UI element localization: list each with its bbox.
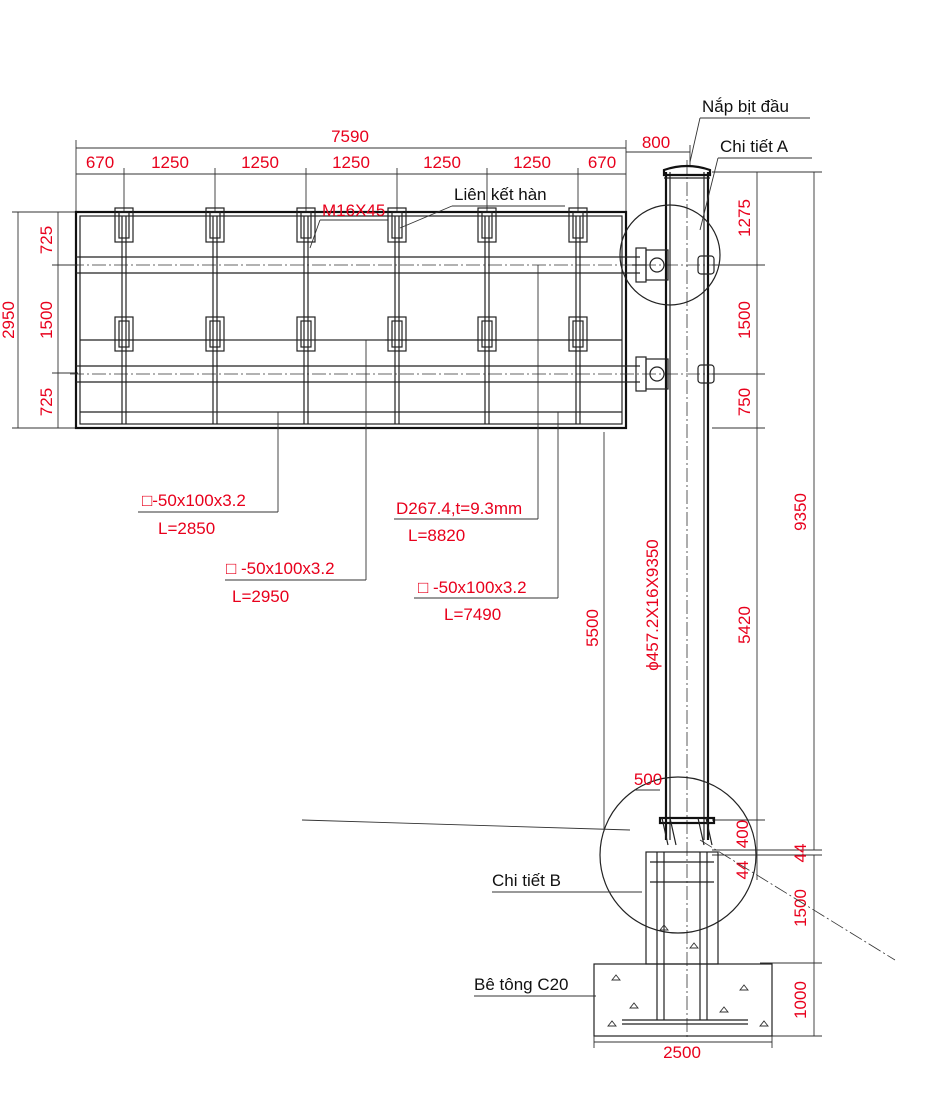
bracket-connections [632,247,715,392]
dim-right-750: 750 [735,388,754,416]
dim-seg-2: 1250 [151,153,189,172]
callout-leaders [138,117,812,997]
dim-overall-width: 7590 [331,127,369,146]
member-3-section: D267.4,t=9.3mm [396,499,522,518]
dim-pole-total: 9350 [791,493,810,531]
member-3-length: L=8820 [408,526,465,545]
dim-left-seg-1: 725 [37,226,56,254]
label-concrete: Bê tông C20 [474,975,569,994]
dim-left-seg-2: 1500 [37,301,56,339]
member-4-length: L=7490 [444,605,501,624]
dim-left-seg-3: 725 [37,388,56,416]
member-2-section: □ -50x100x3.2 [226,559,335,578]
top-dimension-lines [75,140,691,212]
dim-right-1500: 1500 [735,301,754,339]
member-4-section: □ -50x100x3.2 [418,578,527,597]
sign-frame [70,207,760,430]
pole-spec: ϕ457.2X16X9350 [643,539,662,670]
dim-seg-7: 670 [588,153,616,172]
label-weld: Liên kết hàn [454,185,547,204]
dim-seg-3: 1250 [241,153,279,172]
member-1-length: L=2850 [158,519,215,538]
dim-gap-b: 44 [733,861,752,880]
dim-gap-a: 44 [791,844,810,863]
member-1-section: □-50x100x3.2 [142,491,246,510]
detail-a-circle [619,204,721,306]
left-dimension-lines [12,211,78,429]
dim-overall-height: 2950 [0,301,18,339]
dim-pole-mid: 5420 [735,606,754,644]
right-dimension-lines [712,171,822,1037]
base-detail [593,776,896,1048]
dim-offset: 800 [642,133,670,152]
dim-seg-5: 1250 [423,153,461,172]
member-2-length: L=2950 [232,587,289,606]
pole [662,160,712,1040]
dim-foundation-height: 1000 [791,981,810,1019]
dim-right-1275: 1275 [735,199,754,237]
dim-seg-6: 1250 [513,153,551,172]
label-bolt: M16X45 [322,201,385,220]
dim-base-width: 500 [634,770,662,789]
dim-seg-1: 670 [86,153,114,172]
dim-foundation-width: 2500 [663,1043,701,1062]
dim-base-plate: 400 [733,820,752,848]
label-detail-b: Chi tiết B [492,871,561,890]
dim-clearance: 5500 [583,609,602,647]
dim-embed: 1500 [791,889,810,927]
label-detail-a: Chi tiết A [720,137,789,156]
dim-seg-4: 1250 [332,153,370,172]
label-end-cap: Nắp bịt đầu [702,97,789,116]
